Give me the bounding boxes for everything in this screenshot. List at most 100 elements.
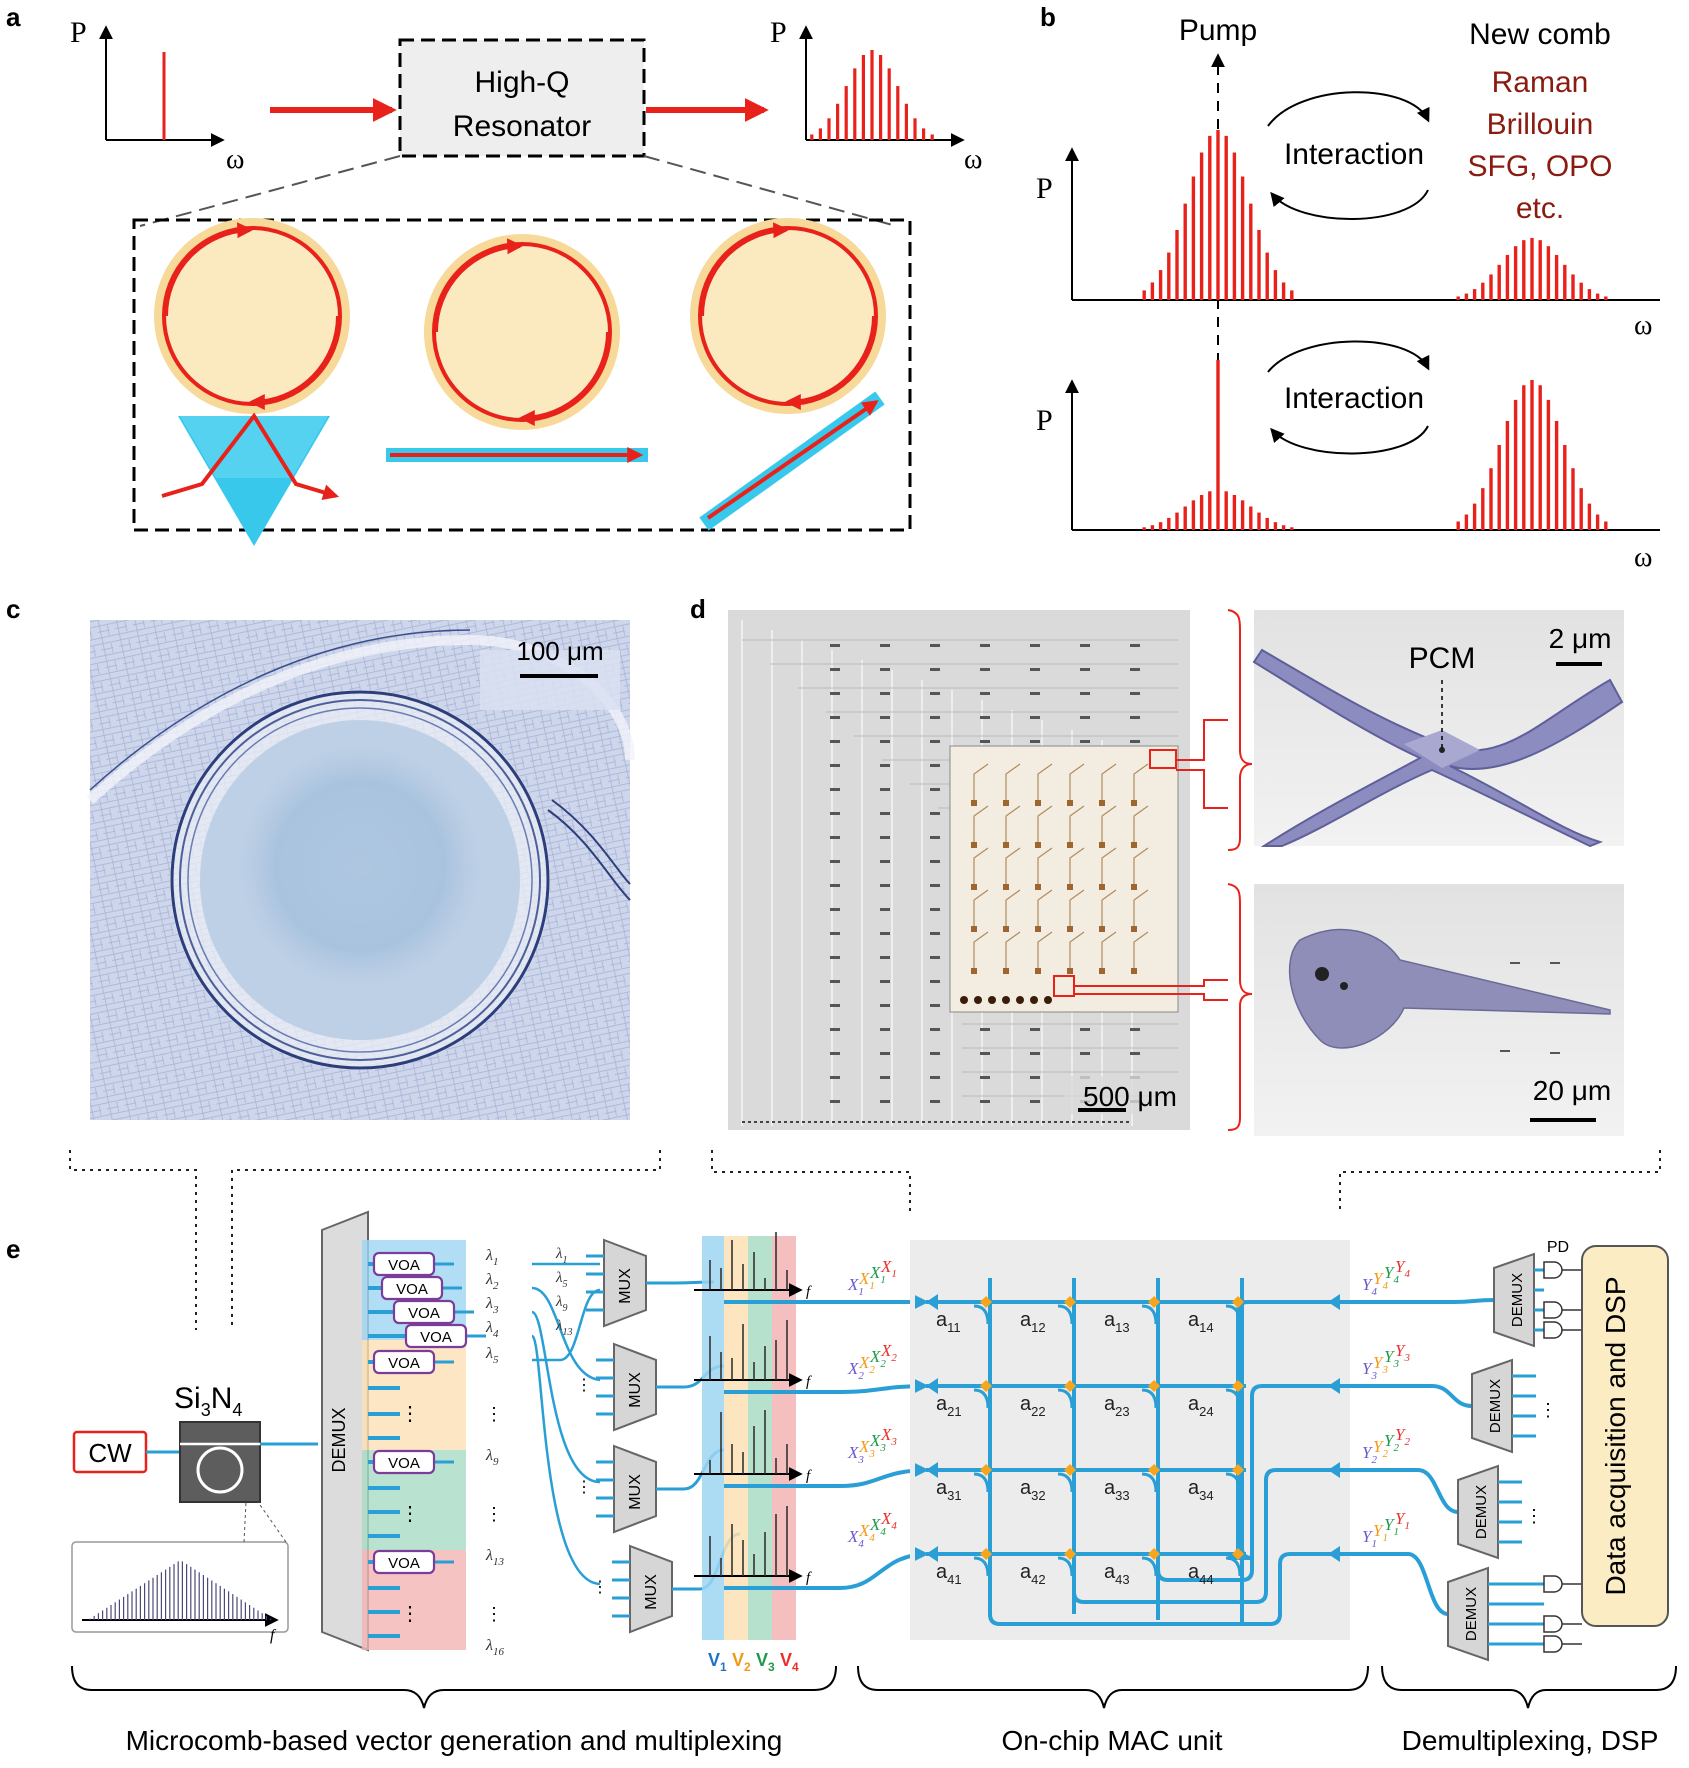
pcm-cell [1148,1296,1160,1308]
pcm-cell [1064,1464,1076,1476]
spectrum-f-label: f [806,1570,812,1586]
spectrum-f-label: f [806,1284,812,1300]
inset-trace [1069,847,1085,884]
pcm-cell [1148,1548,1160,1560]
chip-pad [830,884,840,887]
chip-pad [980,1076,990,1079]
pd-dots: ⋮ [1525,1506,1543,1526]
panel-b: b Pump New comb Raman Brillouin SFG, OPO… [1036,2,1660,573]
footer-right-label: Demultiplexing, DSP [1402,1725,1659,1756]
inset-trace [1005,931,1021,968]
mux-2: MUX⋮ [576,1342,725,1432]
chip-pad [880,788,890,791]
route-line [530,1334,601,1586]
inset-trace [1037,931,1053,968]
top-pump-comb [1142,130,1294,300]
chip-pad [830,980,840,983]
bracket-top [1227,609,1253,851]
panel-label-a: a [6,2,21,32]
pcm-cell [1232,1464,1244,1476]
inset-trace [1101,805,1117,842]
grating-coupler [974,996,982,1004]
zoom-line-left [139,155,401,227]
mac-coupler [1225,1556,1242,1577]
inset-pad [1003,968,1009,974]
chip-pad [1080,716,1090,719]
channel-dots: ⋮ [400,1603,420,1625]
inset-pad [1003,926,1009,932]
voa [392,1299,456,1325]
grating-coupler [1030,996,1038,1004]
bottom-p-label: P [1036,404,1053,437]
microcomb-lines [89,1561,272,1620]
inset-pad [971,800,977,806]
pcm-cell [1232,1548,1244,1560]
scale-bar-label-c: 100 μm [516,636,603,666]
matrix-element: a12 [1020,1309,1046,1335]
mux-body [613,1342,657,1432]
inset-pad [1099,926,1105,932]
chip-pad [930,956,940,959]
chip-pad [930,644,940,647]
chip-pad [980,1052,990,1055]
demux-right-4: DEMUX [1350,1552,1582,1662]
pcm-cell [1064,1380,1076,1392]
voa [372,1449,436,1475]
demux-input [1350,1552,1449,1616]
panel-e: e CW Si3N4 f DEMUX ⋮⋮⋮ VOAVOAVOAVOAVOAVO… [6,1210,1669,1674]
chip-pad [1130,740,1140,743]
chip-pad [830,668,840,671]
dsp-label: Data acquisition and DSP [1600,1276,1631,1595]
inset-pad [1099,968,1105,974]
resonator-disc [238,744,482,988]
chip-pad [880,1076,890,1079]
pcm-cell [980,1548,992,1560]
inset-trace [973,847,989,884]
mac-output-bus [1072,1468,1350,1604]
lambda-label: λ3 [485,1295,499,1316]
grating-coupler [988,996,996,1004]
inset-trace [1101,847,1117,884]
inset-pad [1035,968,1041,974]
inset-pad [971,884,977,890]
chip-pad [880,1052,890,1055]
inset-trace [1037,847,1053,884]
v-label: V4 [780,1650,799,1674]
interaction-label-top: Interaction [1284,138,1424,171]
demux-input [1350,1384,1473,1408]
bottom-w-label: ω [1634,542,1652,573]
inset-trace [1133,805,1149,842]
mux-body [603,1238,647,1328]
process-etc: etc. [1516,192,1564,225]
chip-pad [880,644,890,647]
inset-trace [1037,889,1053,926]
inset-trace [1037,805,1053,842]
lambda-dots: ⋮ [485,1404,503,1424]
inset-trace [1037,763,1053,800]
lambda-dots: ⋮ [485,1604,503,1624]
chip-pad [930,1028,940,1031]
mux-dots: ⋮ [576,1479,592,1496]
route-line [531,1286,601,1382]
demux-body [1447,1566,1489,1662]
process-raman: Raman [1492,66,1589,99]
chip-pad [1030,1076,1040,1079]
new-comb-label: New comb [1469,18,1611,51]
spectrum-f-label: f [806,1468,812,1484]
photodiode [1543,1615,1563,1633]
lambda-label: λ1 [485,1247,498,1268]
pcm-cell [1064,1296,1076,1308]
chip-pad [830,716,840,719]
voa-label: VOA [396,1281,428,1298]
chip-pad [880,860,890,863]
mux-label: MUX [627,1474,644,1510]
pd-label: PD [1547,1239,1569,1256]
chip-pad [930,860,940,863]
chip-pad [930,1052,940,1055]
mac-coupler [1141,1556,1158,1577]
photodiode [1543,1261,1563,1279]
chip-pad [880,1004,890,1007]
panel-label-c: c [6,594,20,624]
mac-output-arrow [1328,1294,1340,1310]
demux-body [1493,1252,1535,1348]
